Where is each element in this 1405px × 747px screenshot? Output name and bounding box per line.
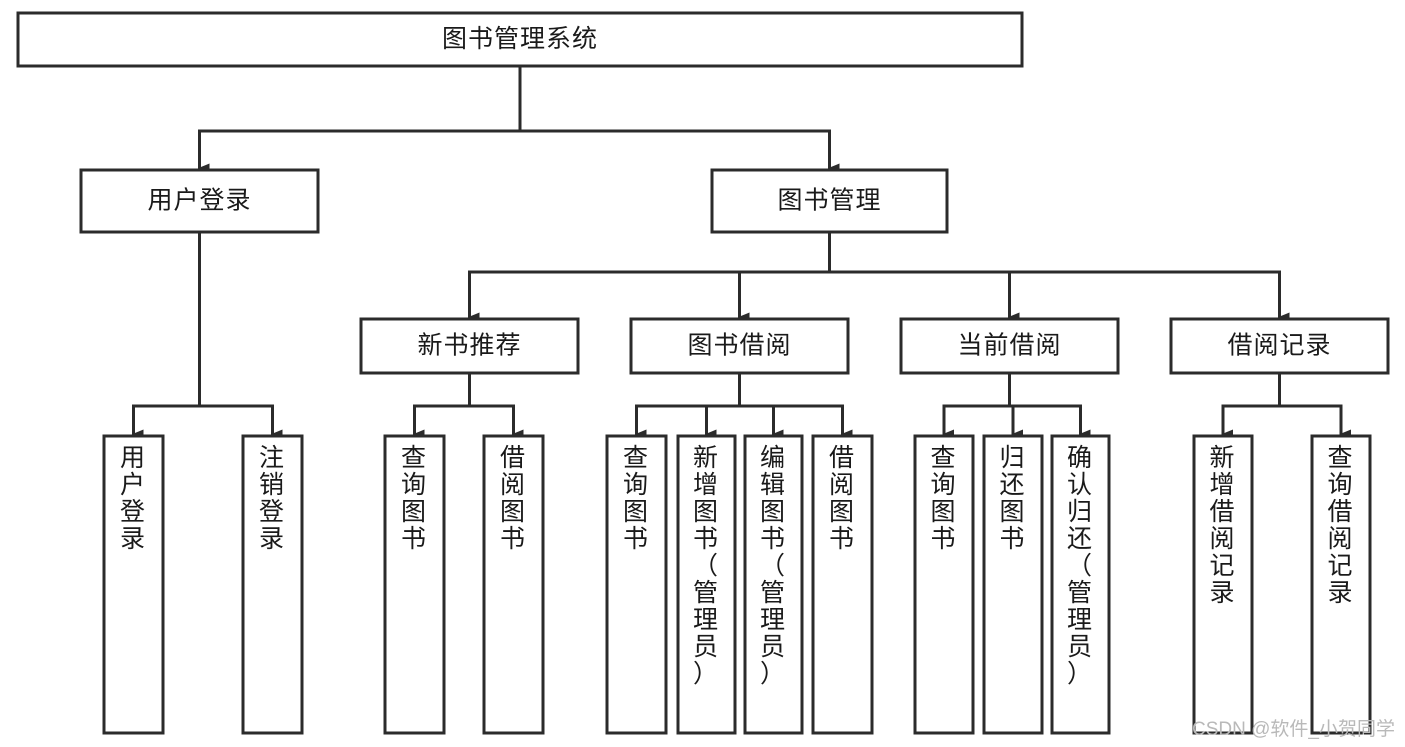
node-box — [811, 434, 874, 735]
node-box — [605, 434, 668, 735]
connector-layer — [132, 64, 1351, 439]
node-current-borrow[interactable]: 当前借阅 — [899, 317, 1120, 375]
node-label: 注销登录 — [259, 444, 286, 553]
node-user-login[interactable]: 用户登录 — [79, 168, 320, 234]
node-leaf-query-book-current[interactable]: 查询图书 — [913, 434, 975, 735]
node-box — [1169, 317, 1390, 375]
node-leaf-borrow-book-recommend[interactable]: 借阅图书 — [482, 434, 545, 735]
node-leaf-edit-book[interactable]: 编辑图书（管理员） — [743, 434, 804, 735]
node-leaf-borrow-book[interactable]: 借阅图书 — [811, 434, 874, 735]
node-label: 图书管理系统 — [442, 25, 598, 53]
node-leaf-logout-login[interactable]: 注销登录 — [241, 434, 304, 735]
node-label: 用户登录 — [147, 187, 251, 215]
node-leaf-add-book[interactable]: 新增图书（管理员） — [676, 434, 737, 735]
node-label: 新书推荐 — [417, 332, 521, 360]
node-box — [241, 434, 304, 735]
node-box — [383, 434, 446, 735]
node-label: 确认归还（管理员） — [1067, 444, 1094, 688]
node-label: 查询图书 — [401, 444, 428, 553]
node-box — [743, 434, 804, 735]
node-book-management[interactable]: 图书管理 — [710, 168, 949, 234]
node-leaf-confirm-return[interactable]: 确认归还（管理员） — [1050, 434, 1111, 735]
node-label: 图书借阅 — [687, 332, 791, 360]
node-root[interactable]: 图书管理系统 — [16, 11, 1024, 68]
node-leaf-return-book[interactable]: 归还图书 — [982, 434, 1044, 735]
node-box — [676, 434, 737, 735]
node-book-borrow[interactable]: 图书借阅 — [629, 317, 850, 375]
watermark-text: CSDN @软件_小贺同学 — [1192, 719, 1395, 740]
node-label: 借阅记录 — [1227, 332, 1331, 360]
node-box — [1192, 434, 1254, 735]
node-leaf-query-book-borrow[interactable]: 查询图书 — [605, 434, 668, 735]
node-label: 编辑图书（管理员） — [760, 444, 787, 688]
node-box — [16, 11, 1024, 68]
node-label: 新增借阅记录 — [1209, 444, 1236, 607]
node-new-book-recommend[interactable]: 新书推荐 — [359, 317, 580, 375]
node-leaf-add-borrow-record[interactable]: 新增借阅记录 — [1192, 434, 1254, 735]
node-box — [913, 434, 975, 735]
node-box — [710, 168, 949, 234]
node-leaf-query-borrow-record[interactable]: 查询借阅记录 — [1310, 434, 1372, 735]
node-label: 查询图书 — [623, 444, 650, 553]
node-box — [482, 434, 545, 735]
node-box — [102, 434, 165, 735]
node-leaf-user-login[interactable]: 用户登录 — [102, 434, 165, 735]
node-label: 图书管理 — [777, 187, 881, 215]
node-borrow-record[interactable]: 借阅记录 — [1169, 317, 1390, 375]
node-label: 归还图书 — [999, 444, 1026, 553]
node-box — [79, 168, 320, 234]
node-label: 用户登录 — [120, 444, 147, 553]
node-leaf-query-book-recommend[interactable]: 查询图书 — [383, 434, 446, 735]
node-box — [1310, 434, 1372, 735]
node-label: 查询图书 — [930, 444, 957, 553]
node-box — [1050, 434, 1111, 735]
node-layer: 图书管理系统用户登录图书管理新书推荐图书借阅当前借阅借阅记录用户登录注销登录查询… — [16, 11, 1390, 735]
node-label: 新增图书（管理员） — [693, 444, 720, 688]
node-label: 当前借阅 — [957, 332, 1061, 360]
node-box — [982, 434, 1044, 735]
node-box — [629, 317, 850, 375]
node-label: 查询借阅记录 — [1327, 444, 1354, 607]
node-box — [899, 317, 1120, 375]
node-label: 借阅图书 — [500, 444, 527, 553]
node-box — [359, 317, 580, 375]
node-label: 借阅图书 — [829, 444, 856, 553]
